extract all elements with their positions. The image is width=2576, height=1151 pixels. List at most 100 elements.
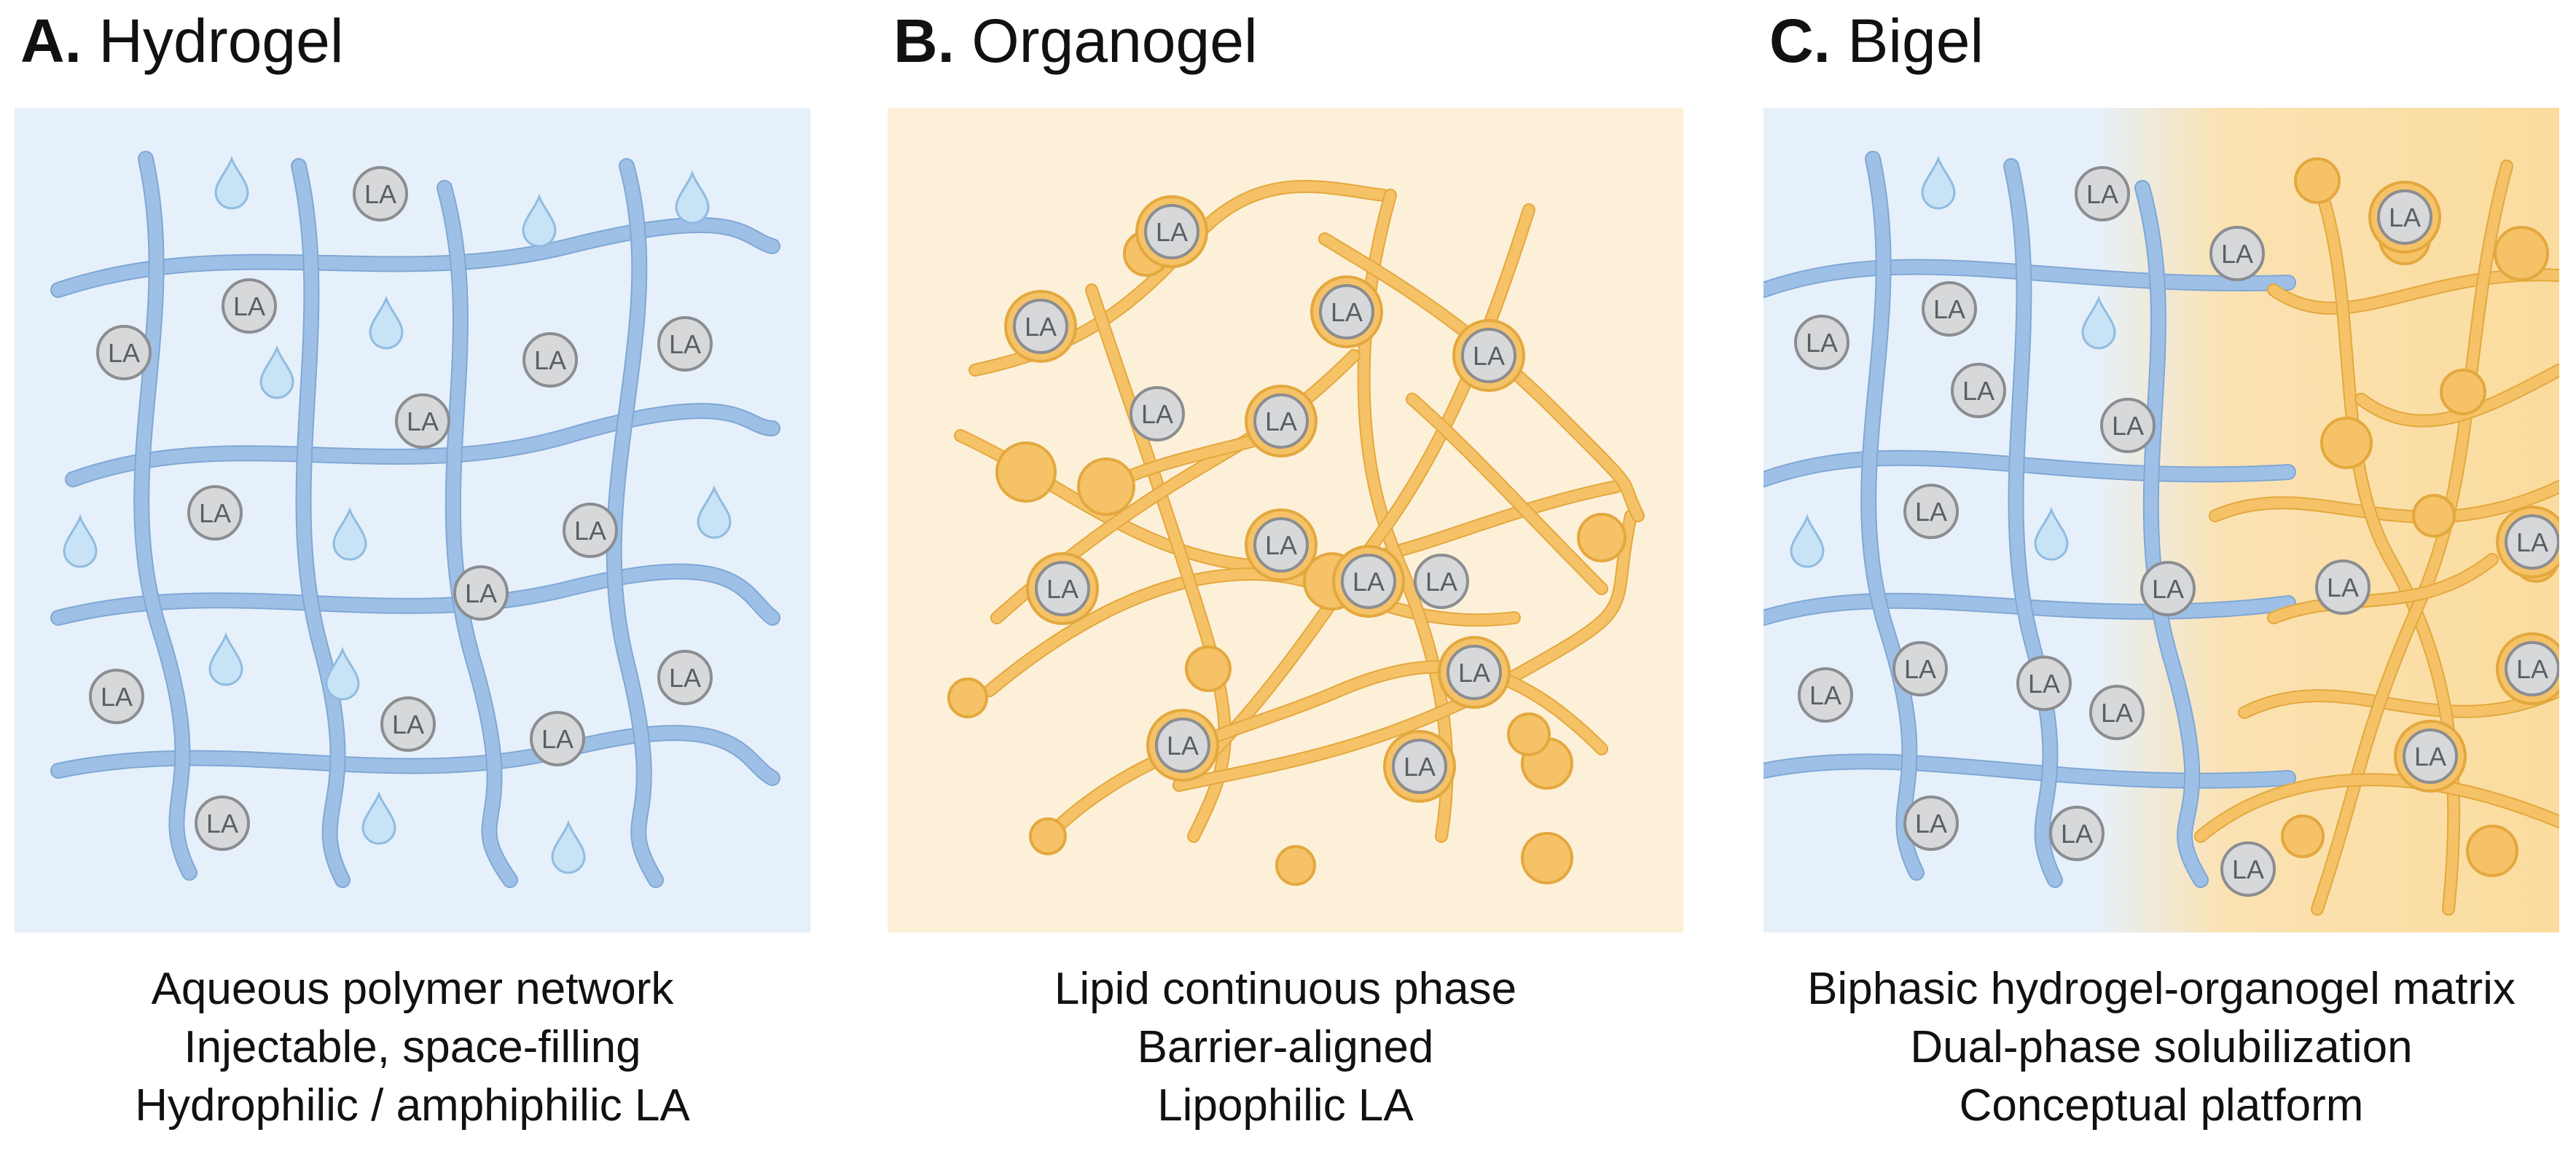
la-label: LA [2516, 527, 2548, 557]
polymer-strand [135, 152, 196, 879]
la-label: LA [199, 498, 231, 528]
water-droplet-icon [214, 155, 249, 210]
la-molecule-icon [1903, 484, 1959, 539]
panel-title-hydrogel: A. Hydrogel [20, 4, 344, 77]
polymer-strand [438, 181, 517, 887]
caption-line: Dual-phase solubilization [1910, 1022, 2413, 1072]
lipid-droplet [947, 677, 988, 718]
la-molecule-icon [657, 316, 713, 372]
lipid-droplet [2494, 226, 2549, 281]
polymer-strand [52, 726, 779, 785]
polymer-strand [1862, 152, 1923, 879]
caption-line: Hydrophilic / amphiphilic LA [135, 1080, 690, 1131]
lipid-droplet [1077, 457, 1135, 516]
la-molecule-icon [1253, 517, 1309, 573]
la-molecule-icon [1903, 796, 1959, 851]
la-label: LA [2221, 239, 2253, 269]
la-molecule-icon [1144, 204, 1199, 259]
lipid-fiber [1407, 394, 1607, 594]
la-label: LA [206, 809, 238, 838]
la-molecule-icon [96, 325, 152, 380]
la-molecule-icon [1798, 667, 1853, 723]
panel-letter: A. [20, 7, 82, 75]
lipid-droplet [1507, 712, 1551, 756]
lipid-droplet [2466, 825, 2518, 877]
water-droplet-icon [551, 820, 586, 874]
la-label: LA [101, 682, 133, 712]
la-label: LA [669, 329, 701, 359]
lipid-fiber [2196, 774, 2559, 841]
la-label: LA [1025, 312, 1057, 342]
la-molecule-icon [1155, 718, 1210, 773]
la-molecule-icon [2075, 166, 2130, 221]
la-label: LA [1473, 341, 1505, 371]
caption-line: Injectable, space-filling [184, 1022, 641, 1072]
lipid-droplet [2412, 494, 2456, 538]
la-label: LA [1458, 658, 1490, 688]
la-molecule-icon [222, 278, 277, 334]
water-droplet-icon [332, 506, 367, 561]
caption-line: Lipophilic LA [1157, 1080, 1414, 1131]
polymer-strand [52, 218, 779, 296]
caption-line: Biphasic hydrogel-organogel matrix [1807, 964, 2516, 1014]
lipid-fiber [2356, 365, 2559, 426]
la-molecule-icon [1922, 281, 1977, 337]
la-label: LA [233, 291, 265, 321]
la-label: LA [1904, 654, 1936, 684]
lipid-droplet [995, 441, 1057, 503]
water-droplet-icon [63, 514, 98, 568]
lipid-fiber [2268, 270, 2559, 314]
la-label: LA [407, 406, 439, 436]
la-label: LA [534, 345, 566, 375]
lipid-fiber [1174, 511, 1636, 790]
panel-title-bigel: C. Bigel [1769, 4, 1984, 77]
la-label: LA [1046, 574, 1078, 604]
la-label: LA [1331, 297, 1363, 327]
caption-line: Barrier-aligned [1137, 1022, 1434, 1072]
la-molecule-icon [89, 669, 144, 724]
caption-line: Conceptual platform [1959, 1080, 2364, 1131]
la-label: LA [392, 710, 424, 739]
lipid-fiber [1320, 234, 1643, 521]
water-droplet-icon [1921, 155, 1956, 210]
panel-name: Hydrogel [98, 7, 344, 75]
la-label: LA [2101, 698, 2133, 728]
la-label: LA [2232, 855, 2264, 884]
la-label: LA [1933, 294, 1965, 324]
la-label: LA [364, 179, 396, 209]
la-label: LA [574, 516, 606, 546]
la-label: LA [1352, 567, 1385, 597]
la-molecule-icon [1392, 739, 1447, 794]
la-molecule-icon [1892, 641, 1948, 696]
la-molecule-icon [1461, 328, 1516, 383]
la-label: LA [2389, 203, 2421, 232]
la-molecule-icon [2315, 559, 2371, 615]
caption-line: Aqueous polymer network [151, 964, 674, 1014]
la-label: LA [2061, 819, 2093, 849]
la-molecule-icon [1341, 554, 1396, 609]
la-label: LA [2028, 669, 2060, 699]
la-label: LA [1806, 328, 1838, 358]
water-droplet-icon [522, 193, 557, 248]
la-molecule-icon [530, 711, 585, 766]
la-label: LA [1156, 217, 1188, 247]
la-molecule-icon [2377, 189, 2432, 245]
la-molecule-icon [563, 503, 618, 558]
la-molecule-icon [353, 166, 408, 221]
caption-line: Lipid continuous phase [1054, 964, 1517, 1014]
lipid-droplet [1275, 845, 1316, 886]
la-molecule-icon [1253, 393, 1309, 449]
water-droplet-icon [259, 345, 294, 399]
la-molecule-icon [2403, 728, 2458, 784]
lipid-droplet [2320, 417, 2373, 469]
la-molecule-icon [522, 332, 578, 388]
lipid-droplet [1029, 817, 1067, 855]
polymer-strand [1763, 260, 2295, 296]
la-molecule-icon [195, 796, 250, 851]
la-molecule-icon [2049, 806, 2105, 861]
la-label: LA [1265, 406, 1297, 436]
polymer-strand [1763, 594, 2295, 624]
